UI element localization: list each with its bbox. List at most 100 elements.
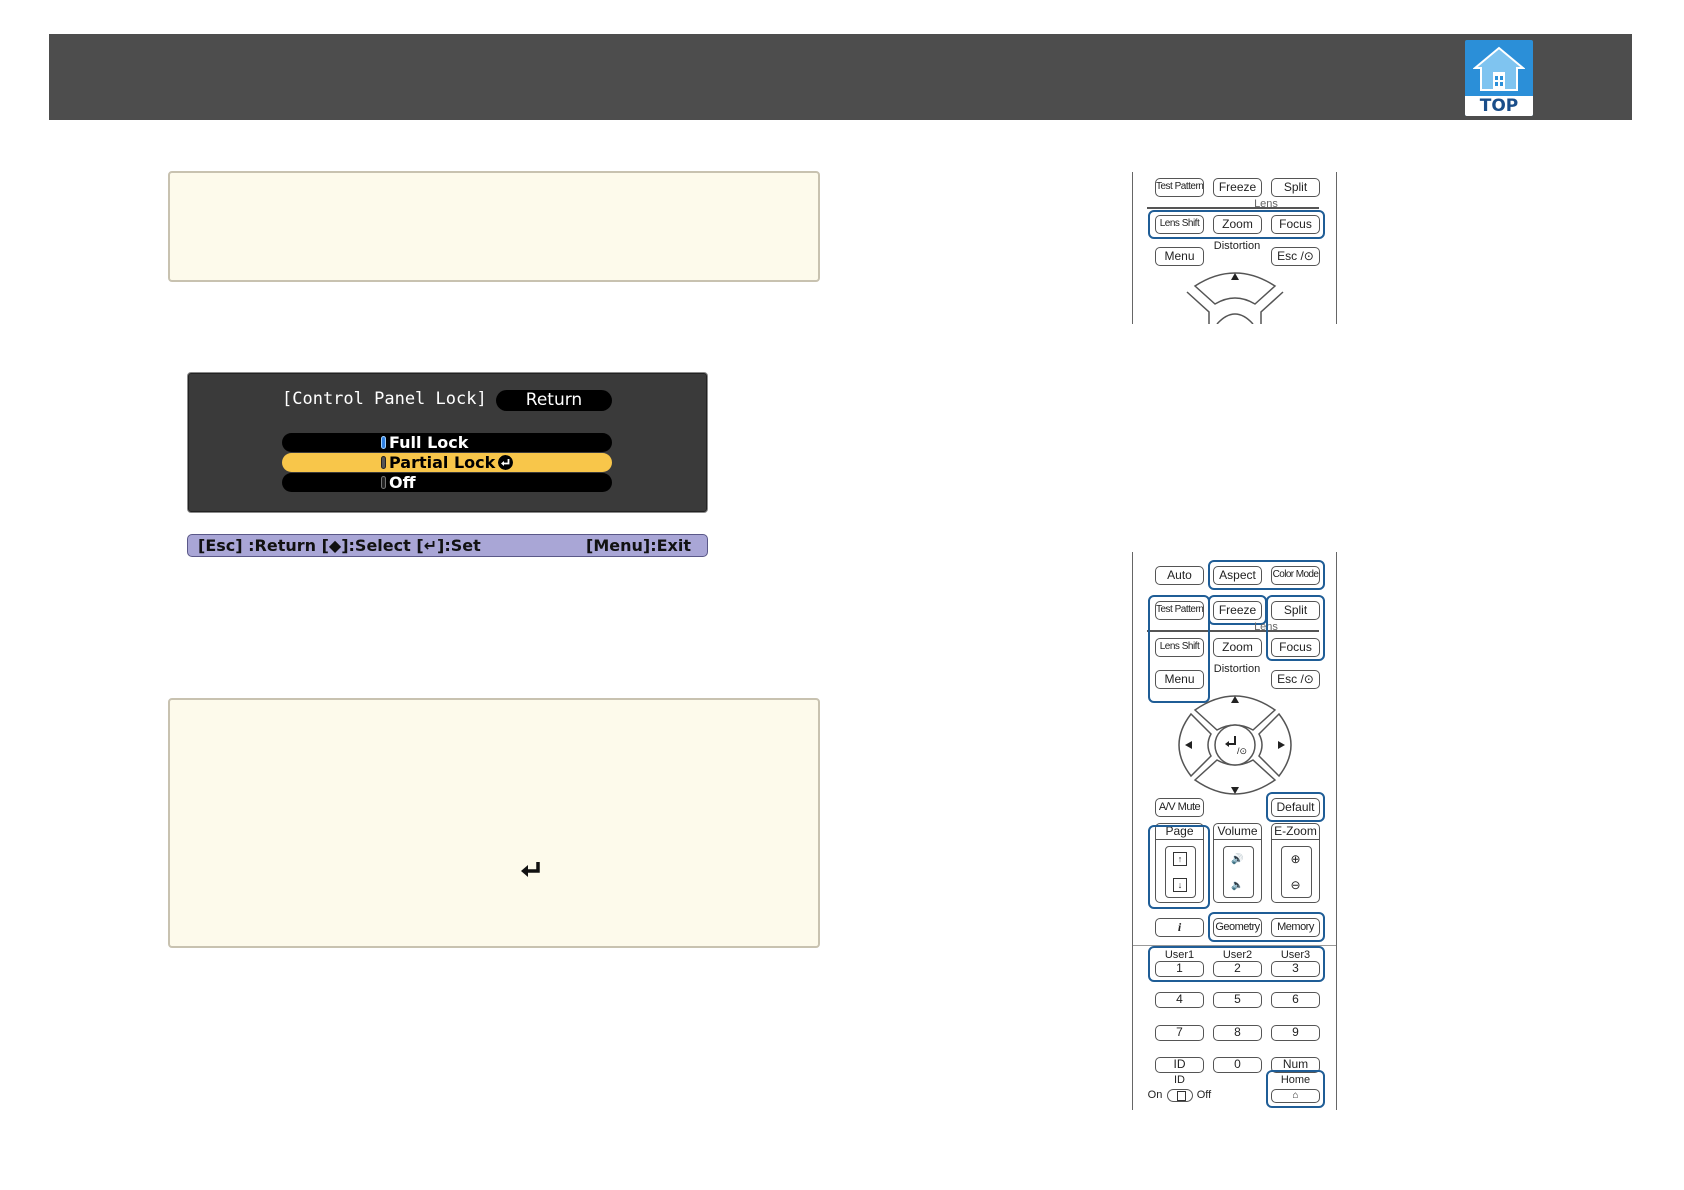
option-full-lock[interactable]: Full Lock [282,433,612,452]
freeze-button[interactable]: Freeze [1213,601,1262,620]
top-link-button[interactable]: TOP [1465,40,1533,116]
radio-indicator [381,476,386,489]
option-off[interactable]: Off [282,473,612,492]
zoom-out-icon: ⊖ [1290,878,1301,892]
auto-button[interactable]: Auto [1155,566,1204,585]
id-toggle-switch[interactable] [1167,1089,1193,1102]
num-6-button[interactable]: 6 [1271,992,1320,1008]
test-pattern-button[interactable]: Test Pattern [1155,601,1204,620]
highlight-frame [1148,825,1210,909]
note-box [168,171,820,282]
num-4-button[interactable]: 4 [1155,992,1204,1008]
menu-button[interactable]: Menu [1155,247,1204,266]
info-button[interactable]: i [1155,918,1204,937]
zoom-button[interactable]: Zoom [1213,215,1262,234]
lens-bracket [1147,630,1319,632]
num-3-button[interactable]: 3 [1271,961,1320,977]
page-rocker[interactable]: Page ↑ ↓ [1155,823,1204,903]
esc-button[interactable]: Esc /⊙ [1271,247,1320,266]
page-up-icon: ↑ [1173,852,1187,866]
aspect-button[interactable]: Aspect [1213,566,1262,585]
highlight-frame [1208,912,1325,942]
direction-pad-partial[interactable] [1173,264,1297,324]
divider [1133,945,1336,946]
rocker-inner [1223,846,1254,898]
color-mode-button[interactable]: Color Mode [1271,566,1320,585]
highlight-frame [1266,1070,1325,1108]
num-2-button[interactable]: 2 [1213,961,1262,977]
volume-rocker[interactable]: Volume 🔊 🔈 [1213,823,1262,903]
id-button[interactable]: ID [1155,1057,1204,1073]
rocker-inner [1165,846,1196,898]
enter-icon [521,862,540,877]
control-panel-lock-dialog: [Control Panel Lock] Return Full Lock Pa… [187,372,708,513]
radio-indicator [381,436,386,449]
distortion-label: Distortion [1213,240,1261,252]
av-mute-button[interactable]: A/V Mute [1155,798,1204,817]
split-button[interactable]: Split [1271,601,1320,620]
volume-down-icon: 🔈 [1231,880,1244,891]
test-pattern-button[interactable]: Test Pattern [1155,178,1204,197]
header-bar [49,34,1632,120]
focus-button[interactable]: Focus [1271,215,1320,234]
id-switch-label: ID [1174,1074,1185,1086]
num-9-button[interactable]: 9 [1271,1025,1320,1041]
home-label: Home [1280,1074,1311,1086]
memory-button[interactable]: Memory [1271,918,1320,937]
user2-label: User2 [1222,949,1253,961]
remote-control-full: Auto Aspect Color Mode Test Pattern Free… [1132,552,1337,1110]
zoom-button[interactable]: Zoom [1213,638,1262,657]
user1-label: User1 [1164,949,1195,961]
num-0-button[interactable]: 0 [1213,1057,1262,1073]
option-label: Off [389,473,416,492]
highlight-frame [1266,792,1325,822]
esc-button[interactable]: Esc /⊙ [1271,670,1320,689]
toggle-knob [1177,1091,1186,1101]
direction-pad[interactable]: /⊙ [1173,688,1297,802]
highlight-frame [1148,210,1325,239]
e-zoom-label: E-Zoom [1272,824,1319,840]
zoom-in-icon: ⊕ [1290,852,1301,866]
volume-up-icon: 🔊 [1231,854,1244,865]
split-button[interactable]: Split [1271,178,1320,197]
return-button[interactable]: Return [496,390,612,411]
lens-bracket [1147,207,1319,209]
distortion-label: Distortion [1213,663,1261,675]
lens-shift-button[interactable]: Lens Shift [1155,215,1204,234]
e-zoom-rocker[interactable]: E-Zoom ⊕ ⊖ [1271,823,1320,903]
help-right-text: [Menu]:Exit [586,536,691,555]
lens-shift-button[interactable]: Lens Shift [1155,638,1204,657]
page-label: Page [1156,824,1203,840]
highlight-frame [1208,560,1325,590]
default-button[interactable]: Default [1271,798,1320,817]
highlight-frame [1148,595,1210,703]
menu-button[interactable]: Menu [1155,670,1204,689]
off-label: Off [1196,1089,1212,1101]
rocker-inner [1281,846,1312,898]
dialog-title: [Control Panel Lock] [282,389,487,409]
highlight-frame [1266,595,1325,661]
remote-control-partial: Test Pattern Freeze Split Lens Lens Shif… [1132,172,1337,324]
help-left-text: [Esc] :Return [◆]:Select [↵]:Set [198,536,481,555]
num-8-button[interactable]: 8 [1213,1025,1262,1041]
num-1-button[interactable]: 1 [1155,961,1204,977]
num-7-button[interactable]: 7 [1155,1025,1204,1041]
home-button[interactable]: ⌂ [1271,1089,1320,1103]
enter-icon [498,455,513,470]
home-icon [1473,46,1525,91]
num-5-button[interactable]: 5 [1213,992,1262,1008]
freeze-button[interactable]: Freeze [1213,178,1262,197]
page-down-icon: ↓ [1173,878,1187,892]
radio-indicator [381,456,386,469]
option-label: Partial Lock [389,453,496,472]
focus-button[interactable]: Focus [1271,638,1320,657]
num-button[interactable]: Num [1271,1057,1320,1073]
house-icon: ⌂ [1292,1090,1299,1101]
dialog-help-bar: [Esc] :Return [◆]:Select [↵]:Set [Menu]:… [187,534,708,557]
note-box [168,698,820,948]
on-label: On [1147,1089,1163,1101]
volume-label: Volume [1214,824,1261,840]
option-partial-lock[interactable]: Partial Lock [282,453,612,472]
highlight-frame [1148,946,1325,982]
geometry-button[interactable]: Geometry [1213,918,1262,937]
